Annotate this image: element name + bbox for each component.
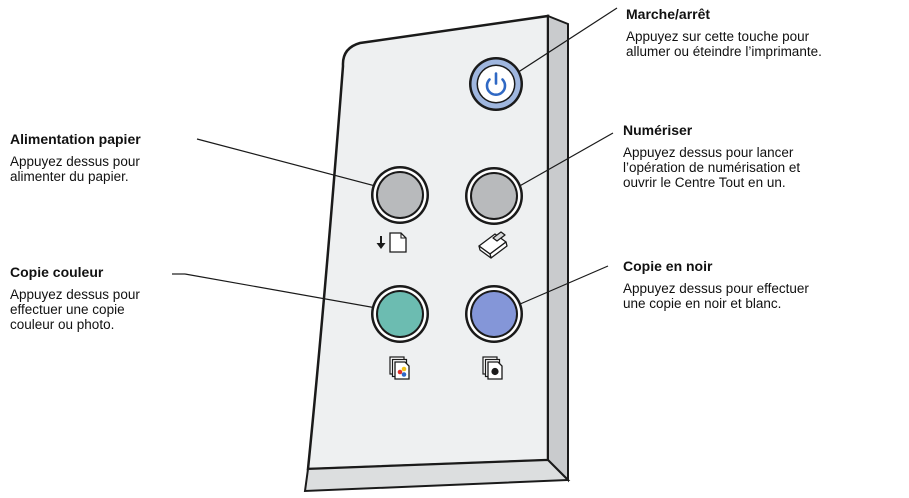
leader-line-feed bbox=[196, 138, 399, 193]
leader-line-color-to-button bbox=[184, 273, 400, 313]
callout-paper-feed-title: Alimentation papier bbox=[10, 131, 141, 147]
power-button[interactable] bbox=[469, 57, 523, 111]
callout-color-copy: Copie couleur Appuyez dessus pour effect… bbox=[10, 264, 140, 332]
callout-paper-feed-description: Appuyez dessus pour alimenter du papier. bbox=[10, 154, 140, 184]
callout-paper-feed: Alimentation papier Appuyez dessus pour … bbox=[10, 131, 141, 184]
callout-scan-description: Appuyez dessus pour lancer l’opération d… bbox=[623, 145, 801, 190]
callout-color-copy-title: Copie couleur bbox=[10, 264, 104, 280]
control-panel bbox=[303, 14, 571, 493]
color-copy-button[interactable] bbox=[371, 285, 429, 343]
panel-face bbox=[306, 14, 550, 471]
callout-black-copy: Copie en noir Appuyez dessus pour effect… bbox=[623, 258, 809, 311]
black-copy-button[interactable] bbox=[465, 285, 523, 343]
panel-bottom bbox=[303, 458, 571, 493]
scanner-icon bbox=[478, 231, 508, 259]
paper-feed-icon bbox=[376, 232, 407, 253]
panel-side bbox=[547, 14, 569, 483]
color-copy-icon bbox=[389, 356, 410, 380]
callout-black-copy-description: Appuyez dessus pour effectuer une copie … bbox=[623, 281, 809, 311]
callout-power-description: Appuyez sur cette touche pour allumer ou… bbox=[626, 29, 822, 59]
callout-color-copy-description: Appuyez dessus pour effectuer une copie … bbox=[10, 287, 140, 332]
black-copy-icon bbox=[482, 356, 503, 380]
callout-power-title: Marche/arrêt bbox=[626, 6, 711, 22]
power-symbol-icon bbox=[485, 72, 507, 96]
callout-power: Marche/arrêt Appuyez sur cette touche po… bbox=[626, 6, 822, 59]
leader-line-power bbox=[502, 7, 618, 83]
callout-scan-title: Numériser bbox=[623, 122, 693, 138]
callout-scan: Numériser Appuyez dessus pour lancer l’o… bbox=[623, 122, 800, 190]
callout-black-copy-title: Copie en noir bbox=[623, 258, 713, 274]
scan-button[interactable] bbox=[465, 167, 523, 225]
paper-feed-button[interactable] bbox=[371, 166, 429, 224]
